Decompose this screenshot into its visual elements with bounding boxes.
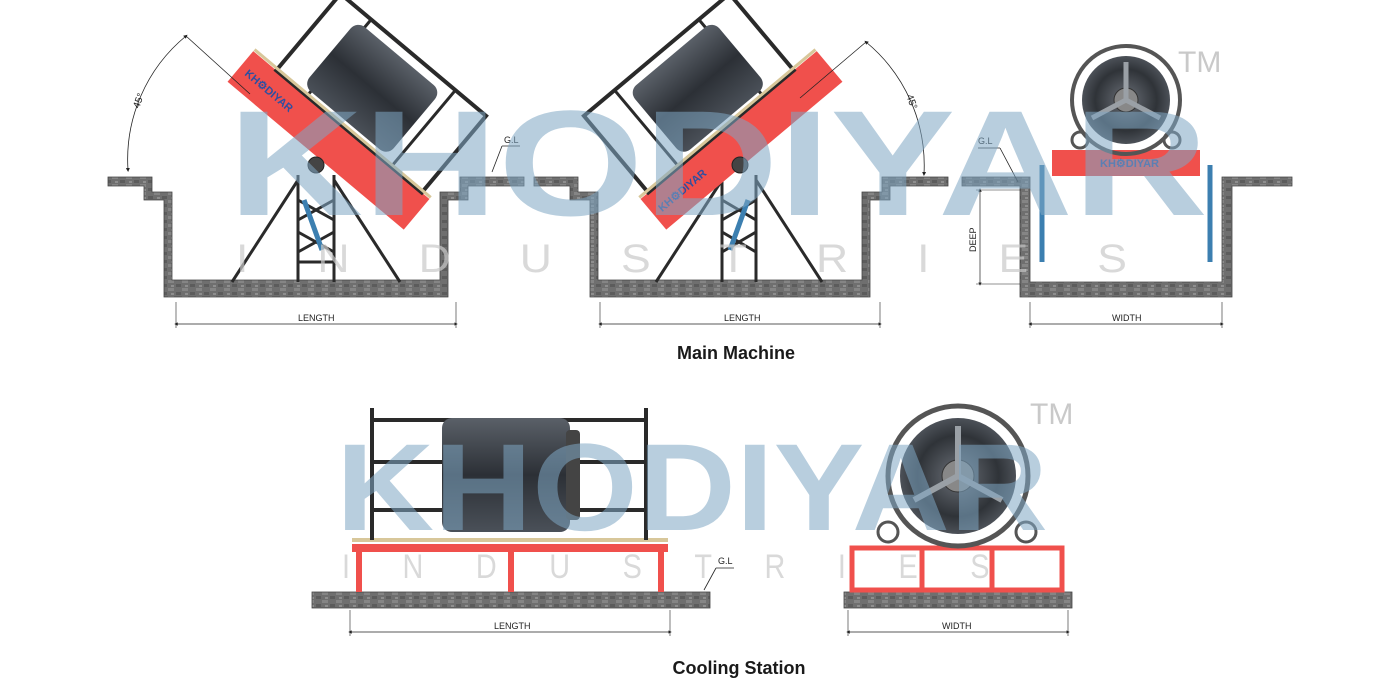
angle-label: 45°	[132, 92, 148, 110]
watermark-bottom: KHODIYAR INDUSTRIES TM	[336, 398, 1073, 586]
hydraulic-cylinder	[301, 199, 325, 251]
main-machine-view-center: KH⚙DIYAR 45° LENGTH	[533, 0, 949, 328]
pit-wall	[961, 176, 1293, 298]
ground-slab	[843, 591, 1073, 609]
pit-wall	[107, 176, 525, 298]
watermark-top: KHODIYAR INDUSTRIES TM	[228, 46, 1221, 281]
cooling-station-view-front: G.L LENGTH	[311, 408, 734, 636]
red-base-frame	[352, 544, 668, 592]
watermark-logo-text: KHODIYAR	[336, 419, 1048, 557]
drum	[307, 24, 438, 152]
pivot-gear	[731, 156, 749, 174]
drum	[632, 24, 763, 152]
angle-label: 45°	[903, 93, 919, 111]
red-frame	[227, 51, 430, 230]
angle-arc	[125, 34, 188, 172]
cooling-station-view-side: WIDTH	[843, 403, 1073, 636]
width-label: WIDTH	[942, 621, 972, 631]
width-label: WIDTH	[1112, 313, 1142, 323]
cage-frame	[273, 0, 489, 196]
watermark-sub-text: INDUSTRIES	[236, 237, 1196, 281]
drum-wheel	[1070, 44, 1182, 156]
red-frame	[640, 51, 843, 230]
support-stand	[654, 175, 824, 283]
main-machine-view-side: KH⚙DIYAR G.L DEEP WIDTH	[961, 44, 1293, 328]
ground-level-label: G.L	[504, 135, 519, 145]
machine-brand-label: KH⚙DIYAR	[1100, 158, 1159, 170]
drum	[442, 418, 570, 532]
ground-level-label: G.L	[718, 556, 733, 566]
trademark-symbol: TM	[1030, 398, 1073, 431]
tilted-drum-assembly: KH⚙DIYAR	[581, 0, 843, 230]
section-title-cooling-station: Cooling Station	[673, 658, 806, 678]
length-label: LENGTH	[724, 313, 761, 323]
deep-label: DEEP	[968, 227, 978, 252]
ground-slab	[311, 591, 711, 609]
length-label: LENGTH	[298, 313, 335, 323]
watermark-sub-text: INDUSTRIES	[342, 548, 1042, 586]
drum-wheel	[885, 403, 1031, 549]
ground-level-label: G.L	[978, 136, 993, 146]
angle-arc	[864, 40, 927, 176]
cage-frame	[581, 0, 797, 196]
watermark-logo-text: KHODIYAR	[228, 79, 1208, 247]
trademark-symbol: TM	[1178, 46, 1221, 79]
section-title-main-machine: Main Machine	[677, 343, 795, 363]
support-stand	[230, 175, 402, 283]
pit-wall	[533, 176, 949, 298]
length-label: LENGTH	[494, 621, 531, 631]
pivot-gear	[307, 156, 325, 174]
hydraulic-cylinder	[727, 199, 751, 251]
